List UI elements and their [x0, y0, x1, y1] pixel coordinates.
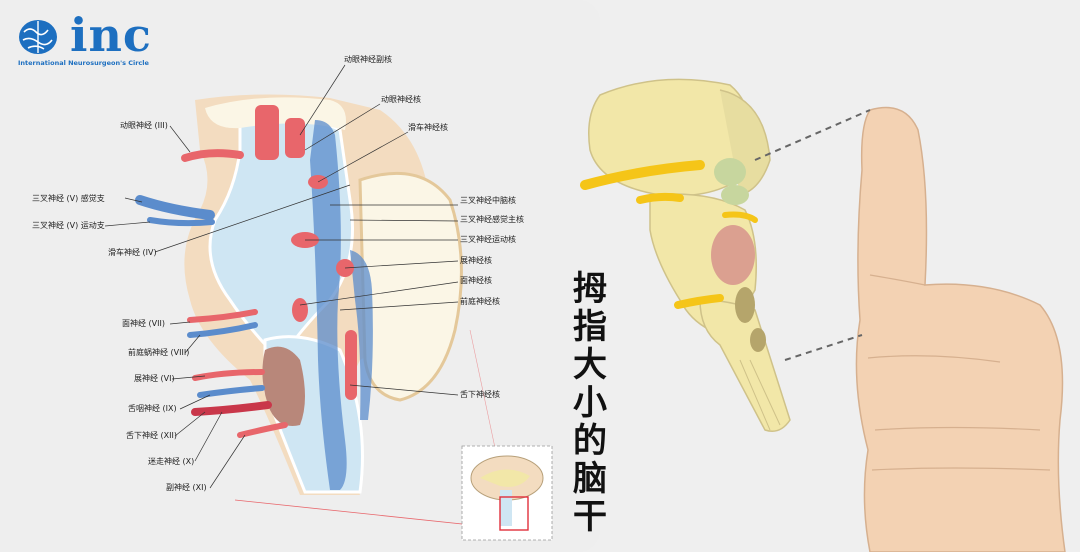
- label-facial-nerve: 面神经 (VII): [122, 319, 165, 328]
- abducens-nerve-shape: [192, 369, 265, 381]
- label-facial-nucleus: 面神经核: [460, 276, 492, 285]
- label-trigeminal-motor-branch: 三叉神经 (V) 运动支: [32, 221, 105, 230]
- hypoglossal-nerve-shape: [191, 401, 272, 416]
- label-accessory-nerve: 副神经 (XI): [166, 483, 207, 492]
- inset-highlight-box: [499, 496, 529, 531]
- cerebellum-section: [358, 171, 463, 402]
- title-char: 大: [573, 345, 607, 385]
- title-char: 干: [573, 497, 607, 537]
- thumb-illustration: [855, 106, 1066, 552]
- vestibulocochlear-nerve-shape: [187, 322, 258, 338]
- inset-brain-thumbnail: [461, 445, 553, 541]
- facial-nerve-shape: [187, 309, 258, 323]
- label-abducens-nucleus: 展神经核: [460, 256, 492, 265]
- label-vestibulocochlear-nerve: 前庭蜗神经 (VIII): [128, 348, 190, 357]
- sensory-column: [350, 250, 373, 420]
- glossopharyngeal-nerve-shape: [197, 385, 265, 398]
- label-oculomotor-nerve: 动眼神经 (III): [120, 121, 168, 130]
- label-vagus-nerve: 迷走神经 (X): [148, 457, 195, 466]
- title-char: 指: [573, 307, 607, 347]
- olive-shape: [262, 346, 305, 426]
- inc-logo: inc International Neurosurgeon's Circle: [18, 8, 158, 70]
- brainstem-model: [580, 78, 791, 432]
- label-vestibular-nuclei: 前庭神经核: [460, 297, 500, 306]
- dashed-line-top: [754, 109, 871, 161]
- dashed-line-bottom: [784, 334, 863, 361]
- title-char: 小: [573, 383, 607, 423]
- oculomotor-nerve-shape: [181, 149, 244, 162]
- logo-wordmark: inc: [70, 8, 152, 62]
- label-trochlear-nerve: 滑车神经 (IV): [108, 248, 157, 257]
- label-trochlear-nucleus: 滑车神经核: [408, 123, 448, 132]
- label-hypoglossal-nerve: 舌下神经 (XII): [126, 431, 177, 440]
- title-char: 拇: [573, 269, 607, 309]
- label-glossopharyngeal-nerve: 舌咽神经 (IX): [128, 404, 177, 413]
- leader-lines-left: [104, 125, 351, 489]
- label-trigeminal-motor-nucleus: 三叉神经运动核: [460, 235, 516, 244]
- trigeminal-motor-nerve-shape: [147, 217, 215, 227]
- motor-column: [310, 120, 347, 490]
- facial-nucleus-shape: [292, 298, 308, 322]
- logo-subtitle: International Neurosurgeon's Circle: [18, 59, 149, 67]
- title-char: 脑: [573, 459, 607, 499]
- hypoglossal-nucleus-shape: [345, 330, 357, 400]
- inset-guide-line: [234, 499, 501, 529]
- label-trigeminal-sensory-branch: 三叉神经 (V) 感觉支: [32, 194, 105, 203]
- leader-lines-right: [299, 64, 459, 396]
- label-hypoglossal-nucleus: 舌下神经核: [460, 390, 500, 399]
- brain-icon: [19, 20, 57, 54]
- title-char: 的: [573, 421, 607, 461]
- label-abducens-nerve: 展神经 (VI): [134, 374, 175, 383]
- label-accessory-oculomotor-nucleus: 动眼神经副核: [344, 55, 392, 64]
- vertical-title: 拇 指 大 小 的 脑 干: [565, 270, 615, 536]
- label-oculomotor-nucleus: 动眼神经核: [381, 95, 421, 104]
- accessory-oculomotor-shape: [285, 118, 305, 158]
- trigeminal-sensory-shape: [135, 195, 215, 220]
- label-principal-sensory-trigeminal-nucleus: 三叉神经感觉主核: [460, 215, 524, 224]
- accessory-nerve-shape: [237, 422, 288, 438]
- label-mesencephalic-trigeminal-nucleus: 三叉神经中脑核: [460, 196, 516, 205]
- oculomotor-nucleus-shape: [255, 105, 279, 160]
